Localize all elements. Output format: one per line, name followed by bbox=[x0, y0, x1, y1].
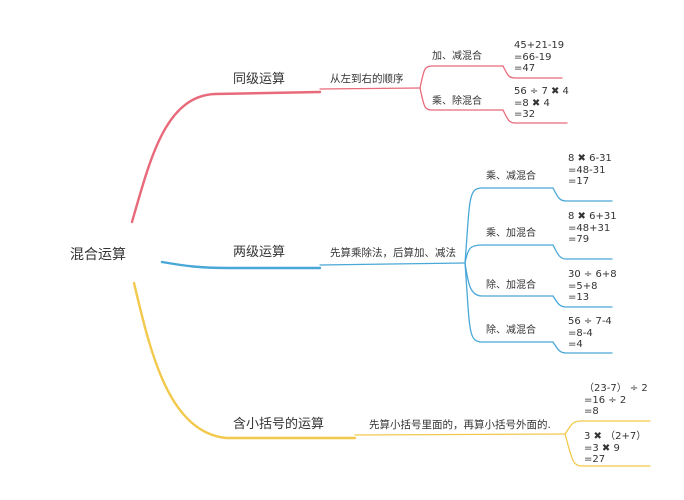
calc-line: =48-31 bbox=[568, 164, 606, 176]
rule-parentheses: 先算小括号里面的，再算小括号外面的. bbox=[369, 419, 551, 431]
rule-underline-parentheses bbox=[354, 433, 566, 436]
link-calc-mul-div bbox=[502, 109, 568, 124]
calc-line: =3 ✖ 9 bbox=[584, 442, 620, 454]
calc-line: =32 bbox=[514, 109, 536, 120]
link-calc-div-add bbox=[552, 295, 613, 308]
sub-label-div-sub-mix: 除、减混合 bbox=[486, 325, 536, 336]
calc-parentheses-2: 3 ✖ （2+7） =3 ✖ 9 =27 bbox=[584, 431, 646, 466]
calc-line: =4 bbox=[568, 339, 583, 350]
sub-label-mul-div-mix: 乘、除混合 bbox=[432, 96, 482, 107]
calc-line: 45+21-19 bbox=[514, 40, 565, 51]
rule-same-level: 从左到右的顺序 bbox=[330, 73, 404, 85]
branch-connectors-same-level bbox=[130, 90, 322, 224]
rule-connectors-same-level bbox=[319, 65, 568, 124]
calc-line: =8 ✖ 4 bbox=[514, 97, 550, 109]
calc-line: =27 bbox=[584, 454, 606, 465]
link-calc-div-sub bbox=[552, 341, 613, 354]
calc-line: （23-7） ÷ 2 bbox=[584, 383, 648, 394]
calc-line: =8-4 bbox=[568, 327, 593, 339]
calc-line: =79 bbox=[568, 234, 590, 245]
calc-parentheses-1: （23-7） ÷ 2 =16 ÷ 2 =8 bbox=[584, 383, 648, 418]
calc-line: =66-19 bbox=[514, 51, 552, 63]
calc-line: 8 ✖ 6-31 bbox=[568, 153, 612, 164]
rule-connectors-parentheses bbox=[354, 420, 651, 467]
rule-underline-same-level bbox=[319, 87, 421, 90]
sub-label-mul-sub-mix: 乘、减混合 bbox=[486, 171, 536, 182]
rule-two-level: 先算乘除法，后算加、减法 bbox=[330, 247, 456, 259]
calc-line: =47 bbox=[514, 63, 536, 74]
link-mul-div-mix bbox=[419, 87, 504, 111]
rule-underline-two-level bbox=[319, 262, 466, 266]
sub-label-div-add-mix: 除、加混合 bbox=[486, 280, 536, 291]
root-to-parentheses-line bbox=[132, 281, 357, 440]
calc-line: 56 ÷ 7 ✖ 4 bbox=[514, 86, 569, 97]
root-to-same-level-line bbox=[130, 90, 322, 224]
calc-line: =17 bbox=[568, 176, 590, 187]
link-calc-mul-add bbox=[552, 244, 613, 260]
calc-line: =16 ÷ 2 bbox=[584, 394, 627, 406]
link-calc-mul-sub bbox=[552, 187, 613, 202]
branch-title-same-level: 同级运算 bbox=[233, 72, 286, 87]
calc-mul-sub-mix: 8 ✖ 6-31 =48-31 =17 bbox=[568, 153, 612, 188]
branch-connectors-two-level bbox=[160, 260, 322, 270]
rule-connectors-two-level bbox=[319, 187, 613, 354]
calc-line: 56 ÷ 7-4 bbox=[568, 316, 612, 327]
calc-line: 8 ✖ 6+31 bbox=[568, 211, 617, 222]
link-calc-add-sub bbox=[502, 65, 563, 79]
calc-mul-div-mix: 56 ÷ 7 ✖ 4 =8 ✖ 4 =32 bbox=[514, 86, 569, 121]
sub-label-add-sub-mix: 加、减混合 bbox=[432, 51, 482, 62]
calc-add-sub-mix: 45+21-19 =66-19 =47 bbox=[514, 40, 564, 75]
calc-line: =48+31 bbox=[568, 222, 611, 234]
calc-div-add-mix: 30 ÷ 6+8 =5+8 =13 bbox=[568, 269, 617, 304]
calc-line: =13 bbox=[568, 292, 590, 303]
branch-title-two-level: 两级运算 bbox=[233, 245, 286, 260]
link-mul-sub-mix bbox=[464, 187, 554, 264]
calc-mul-add-mix: 8 ✖ 6+31 =48+31 =79 bbox=[568, 211, 617, 246]
link-div-sub-mix bbox=[464, 262, 554, 343]
link-add-sub-mix bbox=[419, 65, 504, 89]
calc-line: =8 bbox=[584, 406, 599, 417]
sub-label-mul-add-mix: 乘、加混合 bbox=[486, 228, 536, 239]
calc-line: 3 ✖ （2+7） bbox=[584, 431, 647, 442]
calc-line: 30 ÷ 6+8 bbox=[568, 269, 617, 280]
link-mul-add-mix bbox=[464, 244, 554, 264]
link-calc-paren-2 bbox=[564, 433, 651, 467]
branch-connectors-parentheses bbox=[132, 281, 357, 440]
branch-title-parentheses: 含小括号的运算 bbox=[233, 417, 325, 432]
root-node-label: 混合运算 bbox=[70, 247, 126, 263]
calc-div-sub-mix: 56 ÷ 7-4 =8-4 =4 bbox=[568, 316, 612, 351]
calc-line: =5+8 bbox=[568, 280, 598, 292]
root-to-two-level-line bbox=[160, 260, 322, 270]
link-calc-paren-1 bbox=[564, 420, 651, 435]
